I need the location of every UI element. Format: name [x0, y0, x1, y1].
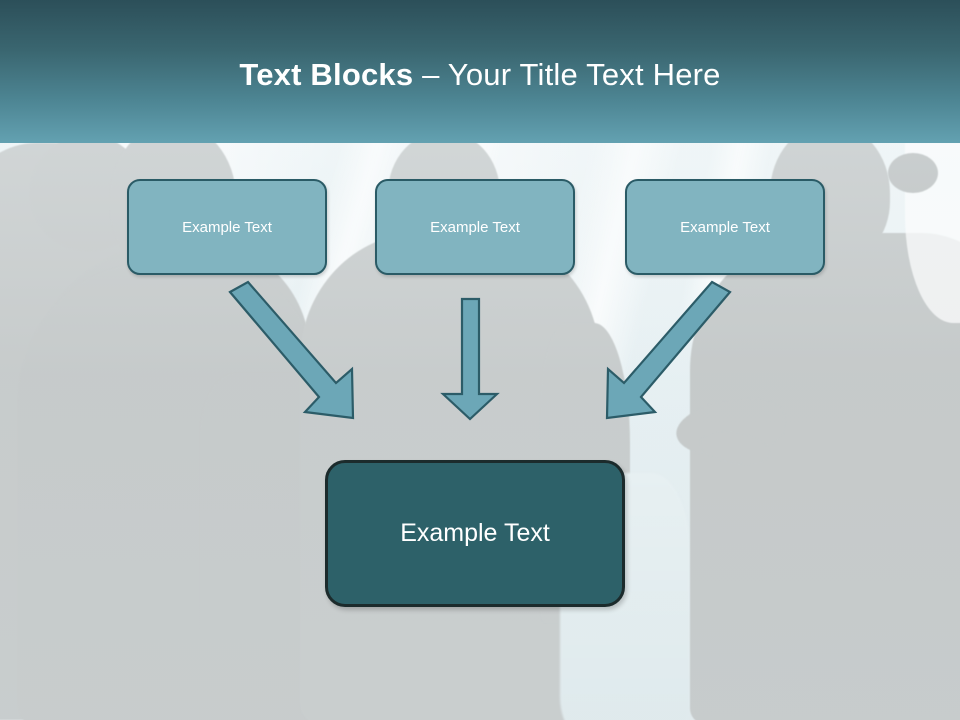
- page-title-strong: Text Blocks: [239, 56, 414, 92]
- title-banner: Text Blocks – Your Title Text Here: [0, 0, 960, 143]
- text-block-top-3[interactable]: Example Text: [625, 179, 825, 275]
- text-block-top-1[interactable]: Example Text: [127, 179, 327, 275]
- page-title: Text Blocks – Your Title Text Here: [239, 57, 720, 93]
- page-title-rest: – Your Title Text Here: [413, 56, 721, 92]
- text-block-top-1-label: Example Text: [182, 218, 272, 236]
- text-block-top-2[interactable]: Example Text: [375, 179, 575, 275]
- text-block-top-3-label: Example Text: [680, 218, 770, 236]
- text-block-result[interactable]: Example Text: [325, 460, 625, 607]
- text-block-result-label: Example Text: [400, 519, 550, 547]
- text-block-top-2-label: Example Text: [430, 218, 520, 236]
- person-silhouette-right-body: [690, 233, 960, 720]
- person-silhouette-right-hair: [888, 153, 938, 193]
